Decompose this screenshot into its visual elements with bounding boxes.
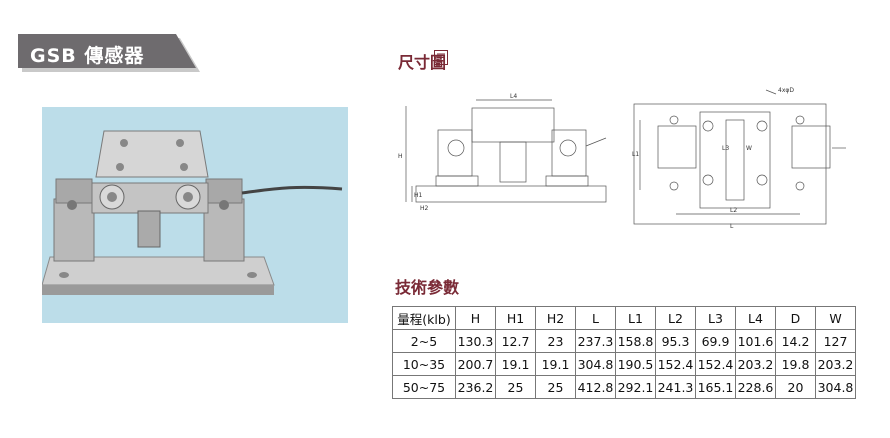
label-L1: L1 (632, 151, 639, 158)
table-cell: 203.2 (735, 352, 776, 376)
table-cell: 19.1 (495, 352, 536, 376)
table-cell: 292.1 (615, 375, 656, 399)
table-cell: 200.7 (455, 352, 496, 376)
label-W: W (746, 145, 752, 152)
table-header-cell: L1 (615, 306, 656, 330)
front-view-drawing (405, 99, 607, 203)
table-cell: 237.3 (575, 329, 616, 353)
table-header-cell: H2 (535, 306, 576, 330)
table-cell: 19.8 (775, 352, 816, 376)
table-cell: 241.3 (655, 375, 696, 399)
page-title: GSB 傳感器 (30, 45, 145, 67)
table-row: 2~5 130.3 12.7 23 237.3 158.8 95.3 69.9 … (392, 329, 856, 353)
table-cell: 50~75 (392, 375, 456, 399)
table-cell: 69.9 (695, 329, 736, 353)
table-cell: 190.5 (615, 352, 656, 376)
table-cell: 304.8 (815, 375, 856, 399)
table-cell: 95.3 (655, 329, 696, 353)
title-tab: GSB 傳感器 (18, 34, 200, 72)
top-view-drawing (633, 89, 846, 225)
label-L4: L4 (510, 93, 517, 100)
table-header-cell: 量程(klb) (392, 306, 456, 330)
product-photo (42, 107, 348, 323)
table-row: 10~35 200.7 19.1 19.1 304.8 190.5 152.4 … (392, 352, 856, 376)
table-cell: 203.2 (815, 352, 856, 376)
table-cell: 2~5 (392, 329, 456, 353)
table-cell: 236.2 (455, 375, 496, 399)
spec-table: 量程(klb) H H1 H2 L L1 L2 L3 L4 D W 2~5 13… (392, 306, 856, 399)
table-cell: 228.6 (735, 375, 776, 399)
table-header-cell: W (815, 306, 856, 330)
table-cell: 158.8 (615, 329, 656, 353)
table-cell: 127 (815, 329, 856, 353)
table-header-cell: L2 (655, 306, 696, 330)
table-cell: 12.7 (495, 329, 536, 353)
document-icon (434, 50, 448, 65)
label-D: 4xφD (778, 87, 794, 94)
table-row: 50~75 236.2 25 25 412.8 292.1 241.3 165.… (392, 375, 856, 399)
table-cell: 25 (535, 375, 576, 399)
parameters-heading: 技術參數 (395, 278, 460, 297)
table-cell: 10~35 (392, 352, 456, 376)
table-header-cell: L3 (695, 306, 736, 330)
table-cell: 20 (775, 375, 816, 399)
label-H2: H2 (420, 205, 429, 212)
table-header-cell: L4 (735, 306, 776, 330)
label-H: H (398, 153, 403, 160)
table-cell: 152.4 (655, 352, 696, 376)
table-header-cell: H (455, 306, 496, 330)
table-header-cell: L (575, 306, 616, 330)
label-L2: L2 (730, 207, 737, 214)
label-L3: L3 (722, 145, 729, 152)
table-cell: 14.2 (775, 329, 816, 353)
label-L: L (730, 223, 734, 230)
table-cell: 165.1 (695, 375, 736, 399)
table-cell: 19.1 (535, 352, 576, 376)
dimension-drawings: L4 H H1 H2 L1 L3 W L2 L 4xφD (396, 86, 846, 234)
table-header-cell: D (775, 306, 816, 330)
table-header-row: 量程(klb) H H1 H2 L L1 L2 L3 L4 D W (392, 306, 856, 330)
table-header-cell: H1 (495, 306, 536, 330)
table-cell: 23 (535, 329, 576, 353)
table-cell: 412.8 (575, 375, 616, 399)
label-H1: H1 (414, 192, 423, 199)
table-cell: 304.8 (575, 352, 616, 376)
table-cell: 130.3 (455, 329, 496, 353)
table-cell: 152.4 (695, 352, 736, 376)
table-cell: 25 (495, 375, 536, 399)
table-cell: 101.6 (735, 329, 776, 353)
title-tab-shape (18, 34, 200, 72)
